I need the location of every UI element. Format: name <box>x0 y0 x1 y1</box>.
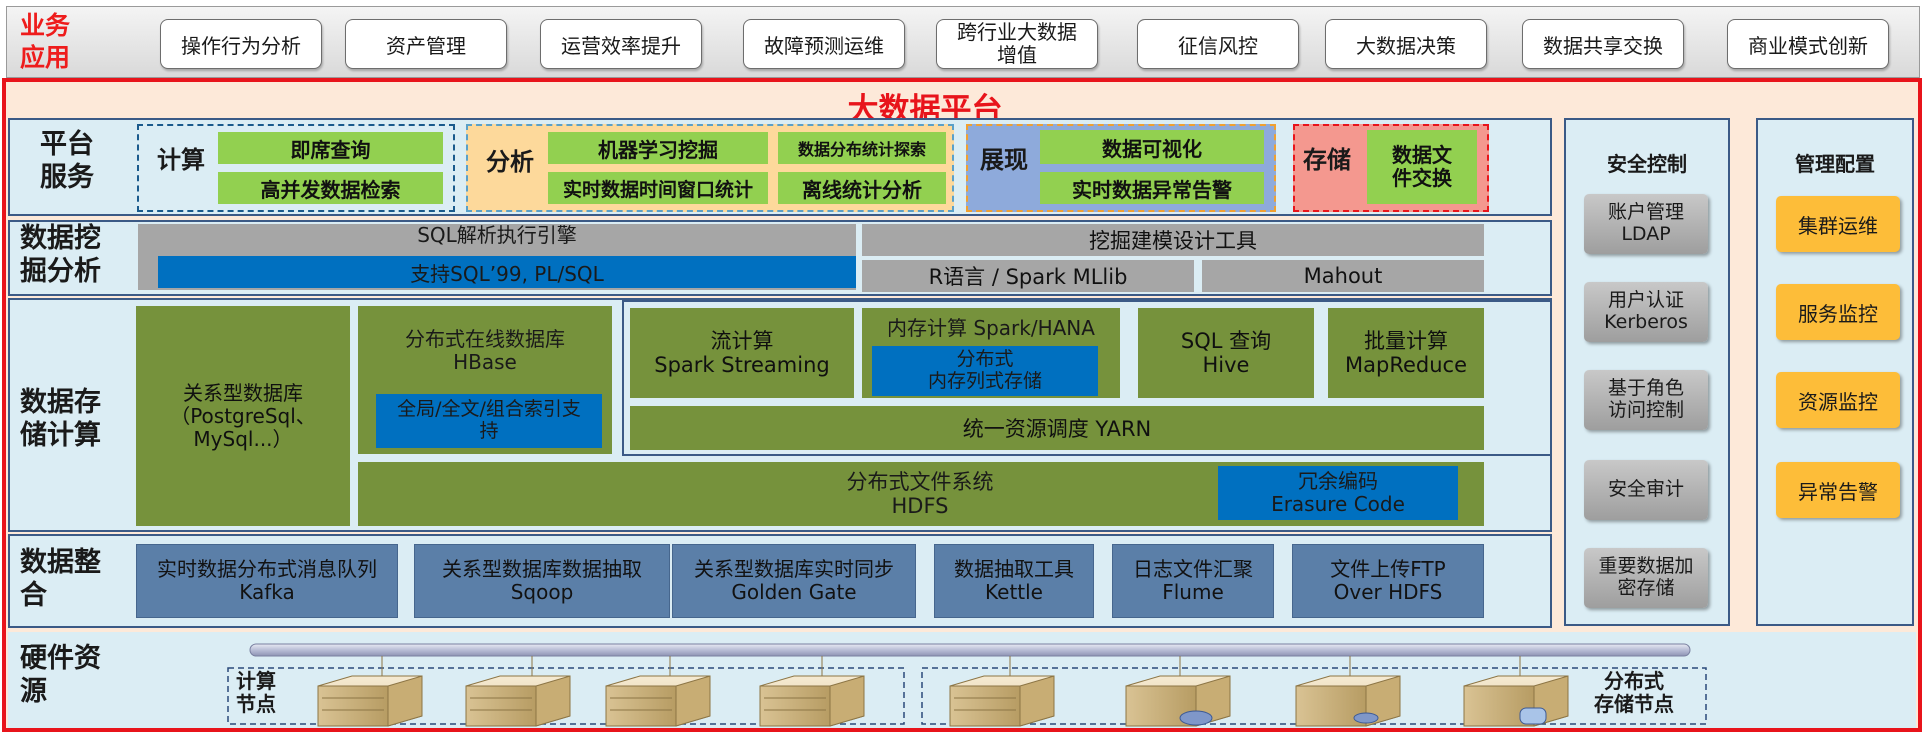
layer-label-data-integration: 数据整 合 <box>20 547 101 611</box>
app-data-sharing[interactable]: 数据共享交换 <box>1522 19 1684 69</box>
server-icon <box>317 656 423 727</box>
display-head: 展现 <box>980 146 1028 174</box>
business-app-label: 业务 应用 <box>20 11 71 72</box>
app-ops-efficiency[interactable]: 运营效率提升 <box>540 19 702 69</box>
service-realtime-window: 实时数据时间窗口统计 <box>548 172 768 204</box>
memory-compute-label: 内存计算 Spark/HANA <box>887 315 1095 340</box>
compute-nodes-label: 计算 节点 <box>236 669 276 716</box>
stream-compute: 流计算 Spark Streaming <box>630 308 854 398</box>
tool-sqoop: 关系型数据库数据抽取 Sqoop <box>414 544 670 618</box>
security-rbac[interactable]: 基于角色 访问控制 <box>1584 370 1708 430</box>
server-icon <box>465 656 571 727</box>
app-behavior-analysis[interactable]: 操作行为分析 <box>160 19 322 69</box>
security-title: 安全控制 <box>1607 152 1687 176</box>
hdfs-label: 分布式文件系统 HDFS <box>846 469 994 518</box>
mgmt-resource-monitor[interactable]: 资源监控 <box>1776 372 1900 428</box>
server-icon <box>1295 656 1401 727</box>
mgmt-anomaly-alert[interactable]: 异常告警 <box>1776 462 1900 518</box>
columnar-memory-store: 分布式 内存列式存储 <box>872 346 1098 396</box>
management-title: 管理配置 <box>1795 152 1875 176</box>
storage-head: 存储 <box>1303 146 1351 174</box>
tool-golden-gate: 关系型数据库实时同步 Golden Gate <box>672 544 916 618</box>
hive-sql: SQL 查询 Hive <box>1138 308 1314 398</box>
mapreduce: 批量计算 MapReduce <box>1328 308 1484 398</box>
security-ldap[interactable]: 账户管理 LDAP <box>1584 194 1708 254</box>
security-kerberos[interactable]: 用户认证 Kerberos <box>1584 282 1708 342</box>
erasure-code: 冗余编码 Erasure Code <box>1218 466 1458 520</box>
service-distribution-stats: 数据分布统计探索 <box>778 132 946 164</box>
relational-database: 关系型数据库 （PostgreSql、 MySql...） <box>136 306 350 526</box>
server-icon <box>1125 656 1231 727</box>
service-file-exchange: 数据文 件交换 <box>1367 130 1477 204</box>
service-offline-stats: 离线统计分析 <box>778 172 946 204</box>
mahout: Mahout <box>1202 260 1484 292</box>
mgmt-service-monitor[interactable]: 服务监控 <box>1776 284 1900 340</box>
layer-label-storage-compute: 数据存 储计算 <box>20 387 101 451</box>
network-bus <box>249 643 1691 657</box>
index-support: 全局/全文/组合索引支 持 <box>376 394 602 448</box>
app-cross-industry[interactable]: 跨行业大数据 增值 <box>936 19 1098 69</box>
service-anomaly-alert: 实时数据异常告警 <box>1040 172 1264 204</box>
modeling-tool: 挖掘建模设计工具 <box>862 224 1484 256</box>
server-icons <box>317 656 1569 727</box>
tool-flume: 日志文件汇聚 Flume <box>1112 544 1274 618</box>
hbase-label: 分布式在线数据库 HBase <box>405 327 565 374</box>
yarn: 统一资源调度 YARN <box>630 406 1484 450</box>
tool-kettle: 数据抽取工具 Kettle <box>934 544 1094 618</box>
compute-node-frame <box>227 667 905 725</box>
r-spark-mllib: R语言 / Spark MLlib <box>862 260 1194 292</box>
server-icon <box>949 656 1055 727</box>
app-decision[interactable]: 大数据决策 <box>1325 19 1487 69</box>
app-fault-prediction[interactable]: 故障预测运维 <box>743 19 905 69</box>
service-ml-mining: 机器学习挖掘 <box>548 132 768 164</box>
compute-engines-frame <box>622 300 1552 456</box>
service-concurrent-search: 高并发数据检索 <box>218 172 443 204</box>
layer-label-hardware: 硬件资 源 <box>20 643 101 707</box>
compute-head: 计算 <box>157 146 205 174</box>
server-icon <box>759 656 865 727</box>
service-visualization: 数据可视化 <box>1040 130 1264 164</box>
storage-nodes-label: 分布式 存储节点 <box>1594 669 1674 716</box>
mgmt-cluster-ops[interactable]: 集群运维 <box>1776 196 1900 252</box>
server-icon <box>1463 656 1569 727</box>
hardware-diagram <box>227 643 1707 727</box>
security-encrypt[interactable]: 重要数据加 密存储 <box>1584 548 1708 608</box>
layer-label-platform-service: 平台 服务 <box>40 129 94 193</box>
layer-label-data-mining: 数据挖 掘分析 <box>20 223 101 287</box>
sql-support: 支持SQL’99, PL/SQL <box>158 256 856 288</box>
analysis-head: 分析 <box>486 148 534 176</box>
tool-kafka: 实时数据分布式消息队列 Kafka <box>136 544 398 618</box>
sql-engine-label: SQL解析执行引擎 <box>417 222 577 247</box>
app-asset-management[interactable]: 资产管理 <box>345 19 507 69</box>
server-icon <box>605 656 711 727</box>
tool-ftp: 文件上传FTP Over HDFS <box>1292 544 1484 618</box>
service-adhoc-query: 即席查询 <box>218 132 443 164</box>
security-audit[interactable]: 安全审计 <box>1584 460 1708 520</box>
app-credit-risk[interactable]: 征信风控 <box>1137 19 1299 69</box>
app-business-model[interactable]: 商业模式创新 <box>1727 19 1889 69</box>
